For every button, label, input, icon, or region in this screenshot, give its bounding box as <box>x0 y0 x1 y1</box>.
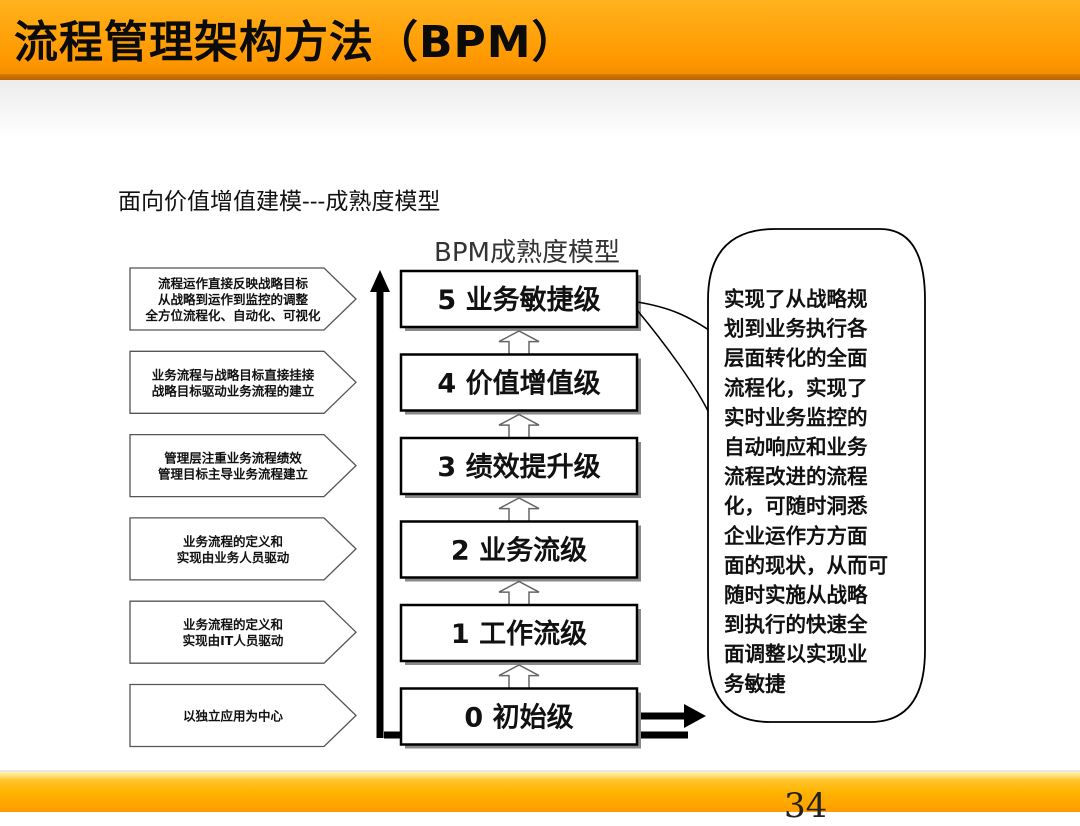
level-connector-arrow <box>498 413 540 439</box>
callout-line: 划到业务执行各 <box>724 317 868 341</box>
description-line: 业务流程的定义和 <box>183 617 283 632</box>
description-line: 业务流程的定义和 <box>183 534 283 549</box>
level-connector-arrow <box>498 580 540 606</box>
callout-line: 面调整以实现业 <box>724 642 868 666</box>
description-pentagon <box>129 600 357 664</box>
footer-band <box>0 770 1080 812</box>
description-line: 从战略到运作到监控的调整 <box>158 292 309 307</box>
description-line: 管理层注重业务流程绩效 <box>164 451 302 466</box>
callout-line: 化，可随时洞悉 <box>724 494 868 518</box>
level-box <box>399 353 639 412</box>
description-line: 以独立应用为中心 <box>183 709 284 724</box>
level-box <box>399 436 639 496</box>
description-line: 管理目标主导业务流程建立 <box>158 467 309 482</box>
title-bar-edge <box>0 74 1080 80</box>
level-connector-arrow <box>498 497 540 523</box>
description-line: 业务流程与战略目标直接挂接 <box>152 367 315 382</box>
callout-pointer-lower <box>636 309 713 421</box>
level-label: 0 初始级 <box>464 702 573 734</box>
callout-line: 面的现状，从而可 <box>724 553 888 577</box>
title-bar: 流程管理架构方法（BPM） <box>0 0 1080 80</box>
model-title: BPM成熟度模型 <box>434 238 620 268</box>
description-pentagon <box>129 517 357 581</box>
horizontal-axis-arrowhead <box>684 704 706 728</box>
description-line: 实现由业务人员驱动 <box>177 550 290 565</box>
footer-highlight <box>0 772 1080 780</box>
level-descriptions: 流程运作直接反映战略目标从战略到运作到监控的调整全方位流程化、自动化、可视化业务… <box>129 267 357 748</box>
callout-text: 实现了从战略规划到业务执行各层面转化的全面流程化，实现了实时业务监控的自动响应和… <box>723 287 888 696</box>
description-pentagon <box>129 433 357 498</box>
description-line: 流程运作直接反映战略目标 <box>158 276 309 291</box>
page-number: 34 <box>784 786 828 826</box>
description-pentagon <box>129 683 357 748</box>
callout-line: 层面转化的全面 <box>724 346 868 370</box>
callout-line: 务敏捷 <box>724 672 786 696</box>
slide-subtitle: 面向价值增值建模---成熟度模型 <box>118 189 441 215</box>
level-label: 4 价值增值级 <box>437 368 600 400</box>
description-line: 战略目标驱动业务流程的建立 <box>152 383 315 398</box>
callout-bubble <box>707 228 926 723</box>
callout-line: 自动响应和业务 <box>724 435 868 459</box>
level-box <box>399 269 639 329</box>
level-label: 1 工作流级 <box>451 618 587 650</box>
vertical-axis-arrowhead <box>370 270 390 292</box>
header-shadow-band <box>0 80 1080 138</box>
description-pentagon <box>129 267 357 331</box>
level-box <box>399 687 639 746</box>
callout-line: 随时实施从战略 <box>724 583 868 607</box>
callout-line: 到执行的快速全 <box>724 613 868 637</box>
level-label: 2 业务流级 <box>451 535 587 567</box>
maturity-levels: 5 业务敏捷级 4 价值增值级 3 绩效提升级 2 业务流级 1 工作流级 0 初始级 <box>399 269 641 749</box>
level-box <box>399 520 639 579</box>
description-line: 全方位流程化、自动化、可视化 <box>144 308 321 323</box>
level-label: 5 业务敏捷级 <box>437 284 600 316</box>
callout-line: 实时业务监控的 <box>724 405 868 429</box>
callout-line: 流程化，实现了 <box>724 376 868 400</box>
level-box <box>399 603 639 663</box>
description-line: 实现由IT人员驱动 <box>183 633 284 648</box>
callout-line: 实现了从战略规 <box>724 287 868 311</box>
callout-line: 流程改进的流程 <box>724 465 868 489</box>
slide-title: 流程管理架构方法（BPM） <box>14 17 577 68</box>
level-connector-arrow <box>498 330 540 356</box>
callout-line: 企业运作方方面 <box>723 524 868 548</box>
callout-pointer <box>636 301 717 336</box>
description-pentagon <box>129 350 357 414</box>
level-label: 3 绩效提升级 <box>437 451 600 483</box>
level-connector-arrow <box>498 664 540 690</box>
